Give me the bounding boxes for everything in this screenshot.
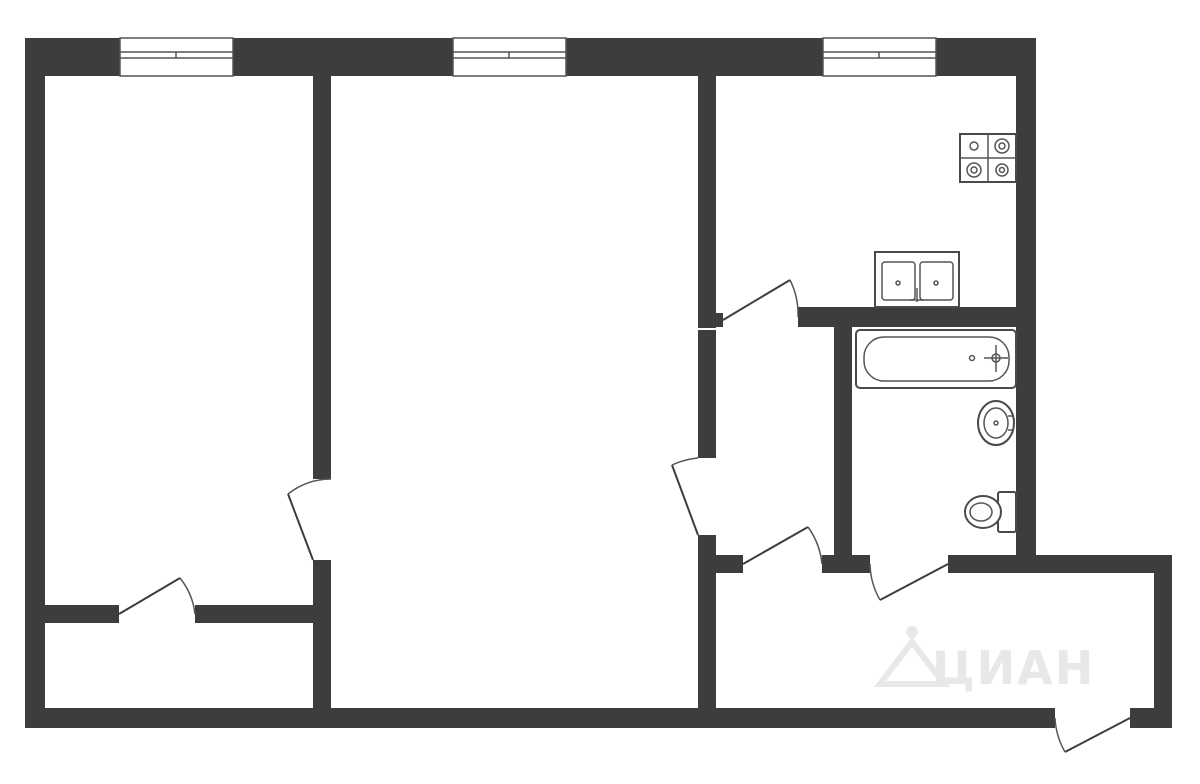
door-kitchen <box>722 279 799 321</box>
window-kitchen <box>822 37 937 77</box>
outer-walls <box>25 38 1172 728</box>
window-left <box>119 37 234 77</box>
washbasin-icon <box>977 400 1015 446</box>
doors <box>118 279 1131 753</box>
cian-logo-icon <box>873 626 951 687</box>
watermark-text: ЦИАН <box>932 641 1095 695</box>
toilet-icon <box>964 491 1017 533</box>
door-left-room <box>287 478 332 561</box>
interior-walls <box>45 76 1036 728</box>
watermark: ЦИАН <box>873 626 1095 695</box>
door-bathroom <box>869 563 949 601</box>
window-middle <box>452 37 567 77</box>
windows <box>119 37 937 77</box>
door-corridor <box>742 526 823 565</box>
door-storage <box>118 577 196 615</box>
door-living-room <box>671 457 699 536</box>
stove-icon <box>959 133 1017 183</box>
bathtub-icon <box>855 329 1017 389</box>
double-sink-icon <box>874 251 960 308</box>
door-entrance <box>1054 717 1131 753</box>
